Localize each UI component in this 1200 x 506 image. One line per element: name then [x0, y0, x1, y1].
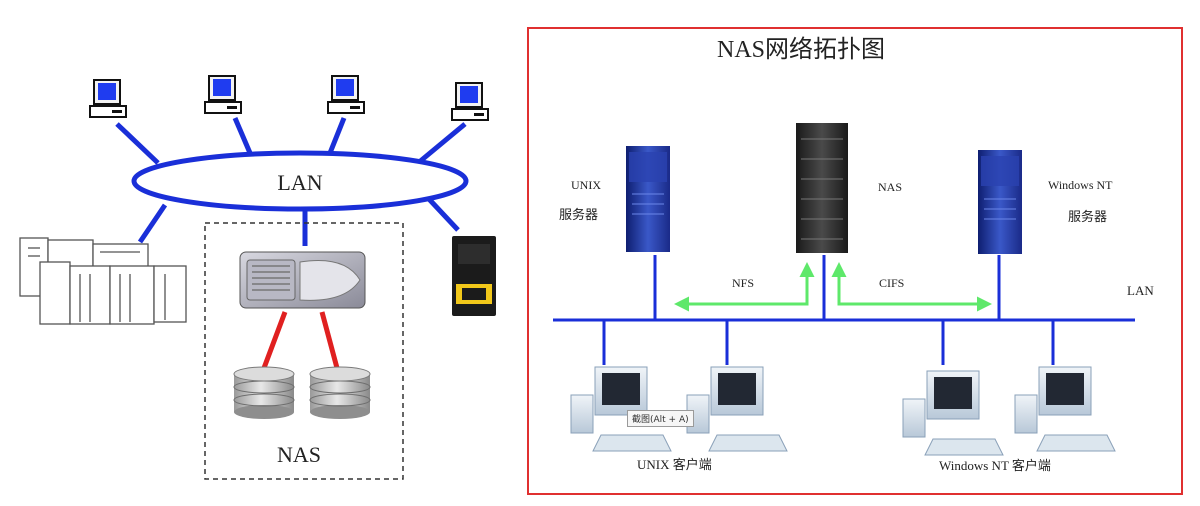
nas-device-icon — [796, 123, 848, 253]
storage-links — [261, 311, 340, 369]
nfs-label: NFS — [732, 276, 754, 290]
cifs-arrow — [831, 262, 992, 312]
left-nas-diagram: LAN — [19, 75, 496, 480]
screenshot-tooltip: 截图(Alt + A) — [627, 410, 694, 427]
unix-server-label-line1: UNIX — [571, 178, 601, 192]
workstation-icon — [204, 75, 242, 114]
windows-server-label-line2: 服务器 — [1068, 209, 1107, 224]
nas-group-boundary — [204, 222, 404, 480]
diagram-title: NAS网络拓扑图 — [717, 36, 885, 63]
nas-topology-diagram: NAS网络拓扑图 UNIX 服务器 NAS Windows NT 服务器 — [553, 36, 1154, 473]
windows-server-icon — [978, 150, 1022, 254]
unix-server-icon — [626, 146, 670, 252]
lan-backbone — [553, 255, 1135, 365]
lan-label: LAN — [277, 170, 322, 195]
server-cabinets-icon — [19, 237, 187, 325]
windows-clients-label: Windows NT 客户端 — [939, 458, 1051, 473]
disk-icon — [309, 366, 371, 419]
lan-links — [115, 117, 467, 246]
client-pc-icon — [686, 366, 788, 452]
nas-topology-panel: NAS网络拓扑图 UNIX 服务器 NAS Windows NT 服务器 — [527, 27, 1183, 495]
tower-server-icon — [452, 236, 496, 316]
workstation-icon — [327, 75, 365, 114]
client-pc-icon — [1014, 366, 1116, 452]
lan-ring — [131, 150, 469, 212]
lan-label: LAN — [1127, 283, 1154, 298]
client-pc-icon — [570, 366, 672, 452]
workstation-icon — [89, 79, 127, 118]
disk-icon — [233, 366, 295, 419]
client-pc-icon — [902, 370, 1004, 456]
nas-device-label: NAS — [878, 180, 902, 194]
nfs-arrow — [674, 262, 815, 312]
unix-clients-label: UNIX 客户端 — [637, 457, 712, 472]
nas-head-icon — [239, 251, 366, 309]
cifs-label: CIFS — [879, 276, 904, 290]
nas-label: NAS — [277, 442, 321, 467]
windows-server-label-line1: Windows NT — [1048, 178, 1113, 192]
unix-server-label-line2: 服务器 — [559, 207, 598, 222]
workstation-icon — [451, 82, 489, 121]
